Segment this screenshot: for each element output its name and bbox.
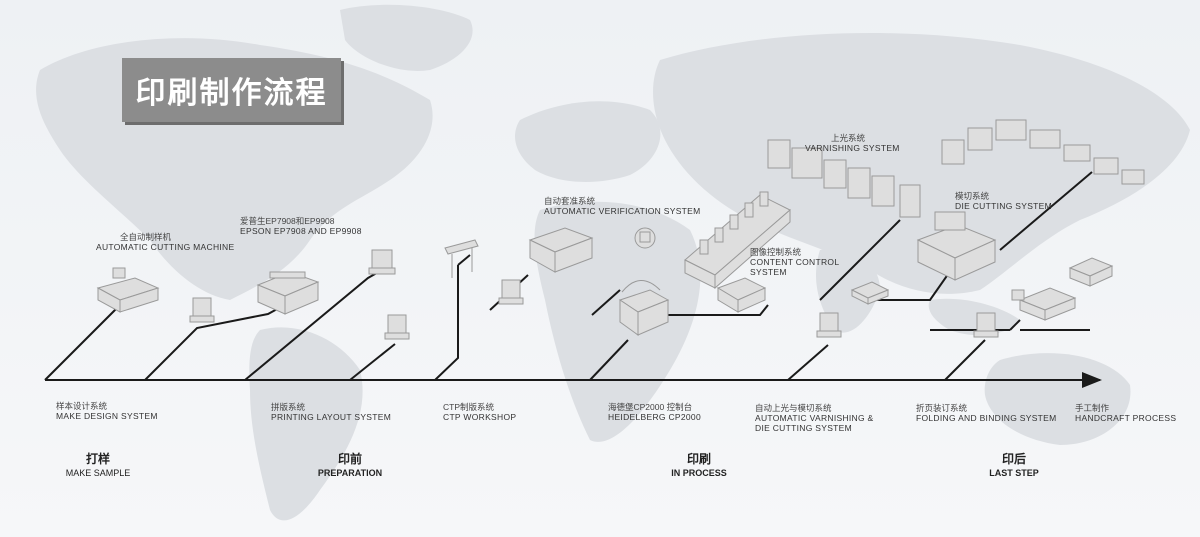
step-label-ctp: CTP制版系统 CTP WORKSHOP [443, 402, 517, 422]
page-title: 印刷制作流程 [135, 76, 328, 111]
plotter-icon [444, 239, 479, 278]
control-unit-icon [634, 227, 656, 249]
layout-workstation-icon-2 [384, 314, 410, 340]
folding-workstation-icon [973, 312, 999, 338]
layout-workstation-icon [368, 249, 396, 275]
verification-system-icon [528, 227, 594, 273]
connector-ctp-2 [457, 254, 471, 266]
connector-varnishing-2 [819, 219, 901, 301]
india-shape [815, 249, 880, 333]
south-america-shape [249, 327, 363, 521]
connector-heidelberg [589, 339, 629, 381]
connector-handcraft [1009, 319, 1021, 331]
small-printer-icon [850, 281, 890, 305]
asia-shape [653, 33, 1190, 294]
step-label-folding: 折页装订系统 FOLDING AND BINDING SYSTEM [916, 403, 1057, 423]
connector-ctp [434, 265, 459, 381]
connector-layout-2 [349, 343, 396, 381]
printing-press-icon [684, 191, 791, 290]
stage-label-preparation: 印前 PREPARATION [317, 452, 383, 478]
stage-label-in-process: 印刷 IN PROCESS [671, 452, 727, 478]
connector-last-step [999, 171, 1093, 251]
connector-content-control [640, 304, 769, 316]
step-label-design: 样本设计系统 MAKE DESIGN SYSTEM [56, 401, 158, 421]
machine-label-epson: 爱普生EP7908和EP9908 EPSON EP7908 AND EP9908 [240, 216, 362, 236]
die-cutting-system-icon [916, 211, 997, 281]
machine-label-die-cutting: 模切系统 DIE CUTTING SYSTEM [955, 191, 1053, 211]
stage-label-make-sample: 打样 MAKE SAMPLE [65, 452, 131, 478]
stage-label-last-step: 印后 LAST STEP [989, 452, 1039, 478]
ctp-workstation-icon [498, 279, 524, 305]
southeast-asia-shape [928, 298, 1020, 336]
step-label-varnishing: 自动上光与模切系统 AUTOMATIC VARNISHING & DIE CUT… [755, 403, 874, 433]
step-label-heidelberg: 海德堡CP2000 控制台 HEIDELBERG CP2000 [608, 402, 701, 422]
folding-line-machine-icon [941, 119, 1145, 185]
step-label-layout: 拼版系统 PRINTING LAYOUT SYSTEM [271, 402, 392, 422]
step-label-handcraft: 手工制作 HANDCRAFT PROCESS [1075, 403, 1177, 423]
connector-varnishing [787, 344, 829, 381]
heidelberg-console-icon [618, 280, 670, 336]
varnishing-system-icon [767, 139, 921, 218]
machine-label-cutting: 全自动制样机 AUTOMATIC CUTTING MACHINE [96, 232, 235, 252]
machine-label-verification: 自动套准系统 AUTOMATIC VERIFICATION SYSTEM [544, 196, 701, 216]
handcraft-machine-icon [1068, 257, 1114, 287]
machine-label-content-control: 图像控制系统 CONTENT CONTROL SYSTEM [750, 247, 840, 277]
binding-machine-icon [1011, 287, 1077, 321]
workstation-icon [189, 297, 215, 323]
epson-printer-icon [256, 271, 320, 315]
content-control-icon [716, 277, 767, 313]
cutting-machine-icon [96, 267, 160, 313]
title-banner: 印刷制作流程 [122, 58, 341, 122]
varnishing-workstation-icon [816, 312, 842, 338]
greenland-shape [340, 4, 473, 71]
connector-press [591, 289, 621, 316]
connector-folding [944, 339, 986, 381]
europe-shape [515, 101, 661, 182]
machine-label-varnishing: 上光系统 VARNISHING SYSTEM [805, 133, 900, 153]
connector-epson [144, 301, 291, 381]
connector-cutting-machine [44, 307, 118, 381]
